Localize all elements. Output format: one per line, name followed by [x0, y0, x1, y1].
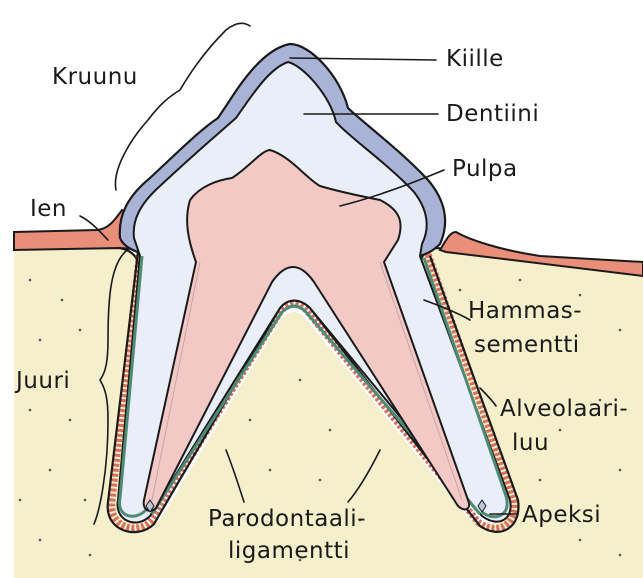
label-alveolaariluu-line2: luu: [512, 430, 549, 456]
label-apeksi: Apeksi: [522, 502, 601, 528]
label-parodontaaliligamentti-line1: Parodontaali-: [208, 506, 366, 532]
label-hammassementti-line1: Hammas-: [468, 298, 582, 324]
label-ien: Ien: [30, 196, 67, 222]
label-hammassementti-line2: sementti: [474, 332, 580, 358]
label-dentiini: Dentiini: [446, 101, 539, 127]
label-juuri: Juuri: [14, 368, 70, 394]
label-pulpa: Pulpa: [452, 156, 518, 182]
label-kruunu: Kruunu: [52, 64, 138, 90]
label-alveolaariluu-line1: Alveolaari-: [500, 396, 628, 422]
label-parodontaaliligamentti-line2: ligamentti: [228, 538, 350, 564]
label-kiille: Kiille: [446, 46, 504, 72]
